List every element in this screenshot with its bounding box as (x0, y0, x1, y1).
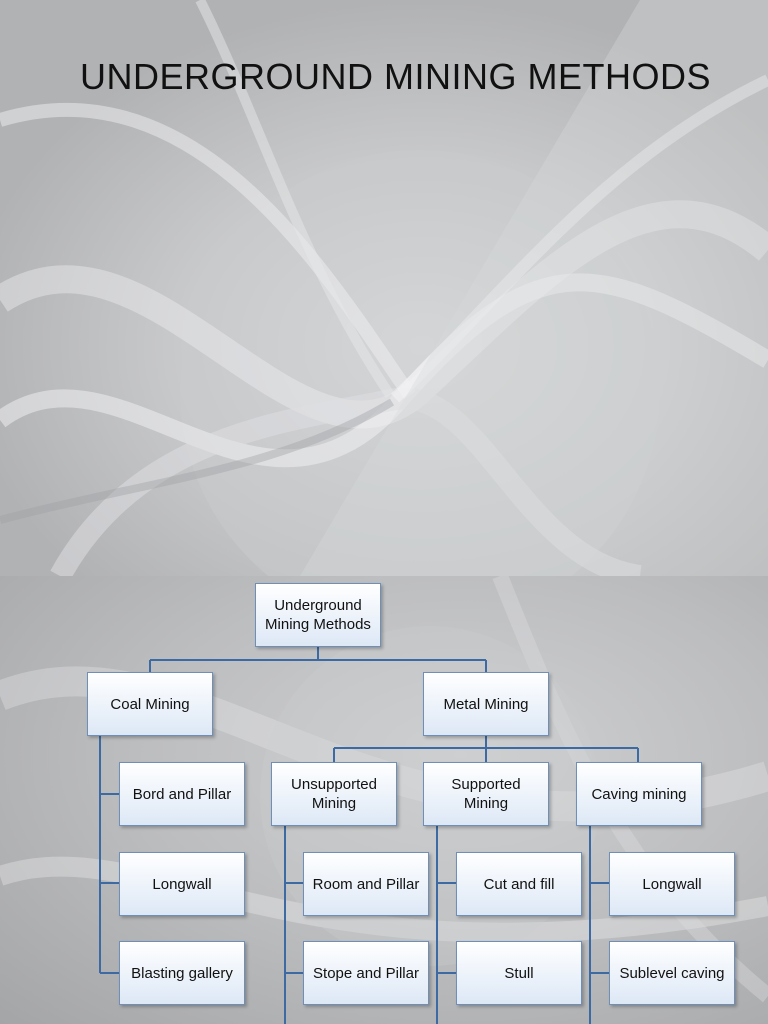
node-underground-mining-methods: Underground Mining Methods (255, 583, 381, 647)
node-caving-mining: Caving mining (576, 762, 702, 826)
node-sublevel-caving: Sublevel caving (609, 941, 735, 1005)
node-room-and-pillar: Room and Pillar (303, 852, 429, 916)
node-supported-mining: Supported Mining (423, 762, 549, 826)
page-title: UNDERGROUND MINING METHODS (80, 56, 711, 97)
node-blasting-gallery: Blasting gallery (119, 941, 245, 1005)
title-slide: UNDERGROUND MINING METHODS (0, 0, 768, 576)
connector-lines (99, 647, 639, 1024)
node-stull: Stull (456, 941, 582, 1005)
node-metal-mining: Metal Mining (423, 672, 549, 736)
node-coal-longwall: Longwall (119, 852, 245, 916)
node-stope-and-pillar: Stope and Pillar (303, 941, 429, 1005)
node-caving-longwall: Longwall (609, 852, 735, 916)
node-unsupported-mining: Unsupported Mining (271, 762, 397, 826)
node-coal-mining: Coal Mining (87, 672, 213, 736)
diagram-slide: Underground Mining Methods Coal Mining M… (0, 576, 768, 1024)
node-cut-and-fill: Cut and fill (456, 852, 582, 916)
abstract-swirl-background (0, 0, 768, 576)
node-bord-and-pillar: Bord and Pillar (119, 762, 245, 826)
